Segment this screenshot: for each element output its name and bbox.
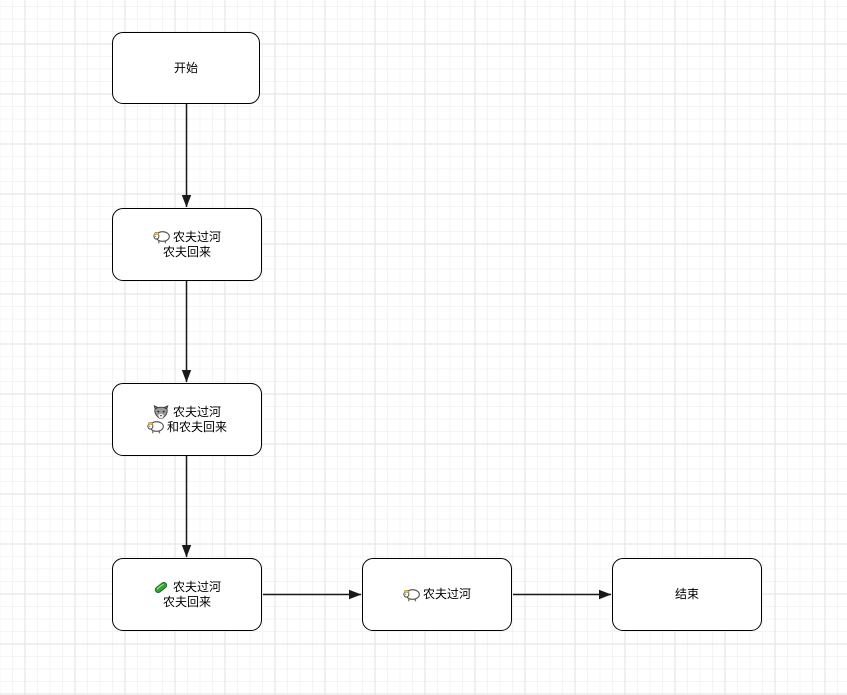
node-label-text: 结束: [674, 587, 699, 601]
flow-node-end[interactable]: 结束: [612, 558, 762, 631]
flow-node-sheep-cross-return[interactable]: 农夫过河农夫回来: [112, 208, 262, 281]
node-label-line: 开始: [174, 61, 198, 76]
sheep-icon: [403, 587, 420, 602]
flow-node-sheep-cross[interactable]: 农夫过河: [362, 558, 512, 631]
node-label-line: 结束: [675, 587, 699, 602]
node-label-line: 农夫过河: [403, 587, 471, 602]
node-label-line: 农夫回来: [163, 595, 211, 610]
node-label-text: 农夫过河: [172, 579, 221, 594]
node-label-line: 和农夫回来: [147, 420, 227, 435]
node-label-text: 农夫回来: [162, 594, 211, 609]
sheep-icon: [147, 420, 164, 435]
node-label-line: 农夫过河: [153, 580, 221, 595]
node-label-line: 农夫过河: [153, 405, 221, 420]
node-label-text: 开始: [173, 60, 198, 75]
cucumber-icon: [153, 580, 170, 595]
node-label-text: 农夫过河: [422, 587, 471, 601]
node-label-text: 和农夫回来: [166, 419, 227, 434]
flow-node-wolf-cross-sheep-return[interactable]: 农夫过河和农夫回来: [112, 383, 262, 456]
wolf-icon: [153, 404, 170, 420]
node-label-line: 农夫过河: [153, 230, 221, 245]
node-label-text: 农夫过河: [172, 404, 221, 419]
node-label-text: 农夫回来: [162, 244, 211, 259]
sheep-icon: [153, 230, 170, 245]
node-label-text: 农夫过河: [172, 229, 221, 244]
flow-node-start[interactable]: 开始: [112, 32, 260, 104]
flow-node-cucumber-cross-return[interactable]: 农夫过河农夫回来: [112, 558, 262, 631]
node-label-line: 农夫回来: [163, 245, 211, 260]
